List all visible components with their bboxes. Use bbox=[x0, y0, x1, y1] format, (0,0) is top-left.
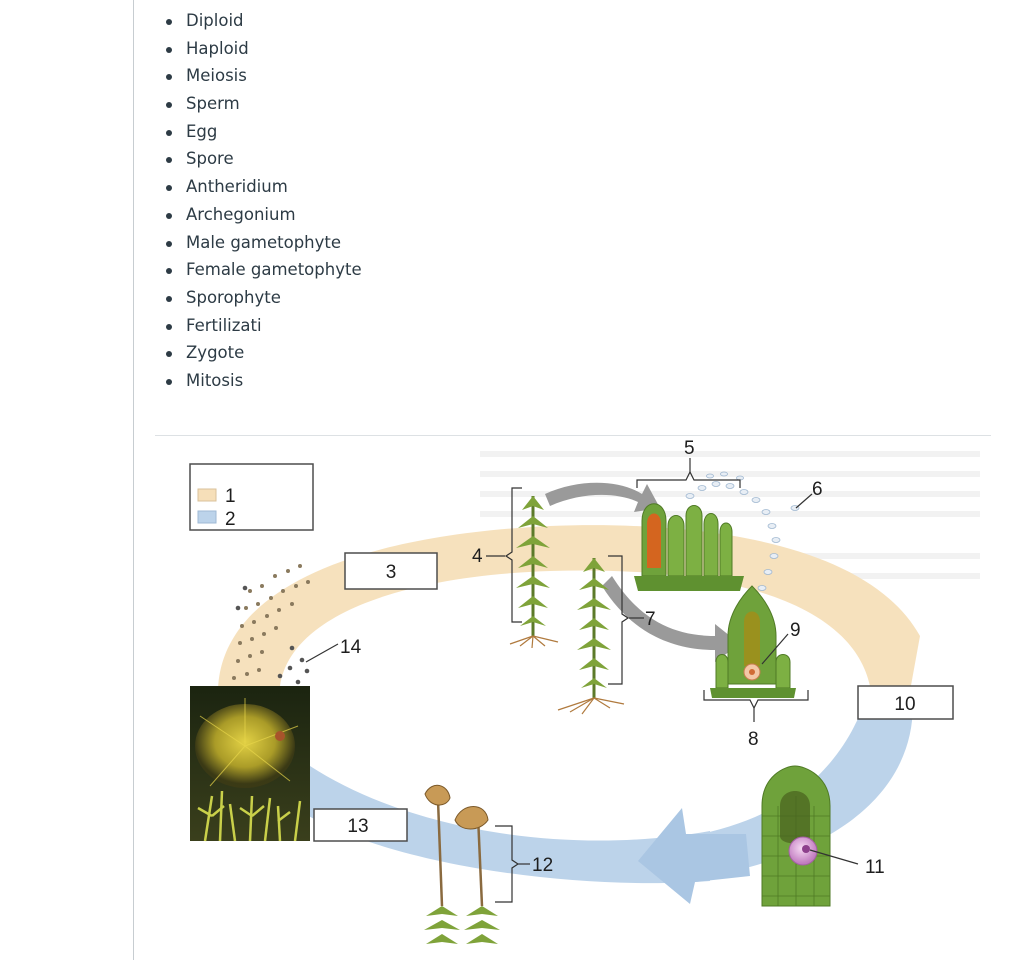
label-9: 9 bbox=[790, 620, 801, 641]
label-5: 5 bbox=[684, 438, 695, 459]
list-item: Egg bbox=[166, 118, 362, 146]
label-11: 11 bbox=[865, 857, 885, 878]
list-item: Sperm bbox=[166, 90, 362, 118]
svg-text:3: 3 bbox=[386, 562, 397, 583]
released-spores bbox=[235, 585, 310, 685]
sperm-trail bbox=[685, 471, 800, 621]
diploid-band-bottom bbox=[300, 766, 710, 884]
label-8: 8 bbox=[748, 729, 759, 750]
term-list: Diploid Haploid Meiosis Sperm Egg Spore … bbox=[166, 7, 362, 395]
female-gametophyte-plant bbox=[557, 558, 625, 715]
legend: 1 2 bbox=[189, 463, 314, 531]
label-7: 7 bbox=[645, 609, 656, 630]
legend-label-2: 2 bbox=[225, 509, 236, 530]
list-item: Spore bbox=[166, 145, 362, 173]
list-item: Archegonium bbox=[166, 201, 362, 229]
list-item: Zygote bbox=[166, 339, 362, 367]
haploid-band bbox=[218, 525, 920, 691]
diploid-band bbox=[645, 686, 913, 881]
list-item: Sporophyte bbox=[166, 284, 362, 312]
arrow-to-antheridium bbox=[545, 482, 660, 512]
label-12: 12 bbox=[532, 855, 553, 876]
label-4: 4 bbox=[472, 546, 483, 567]
list-item: Diploid bbox=[166, 7, 362, 35]
svg-text:10: 10 bbox=[894, 694, 915, 715]
protonema-photo bbox=[190, 686, 310, 842]
list-item: Haploid bbox=[166, 35, 362, 63]
male-gametophyte-plant bbox=[509, 496, 559, 649]
list-item: Antheridium bbox=[166, 173, 362, 201]
archegonium bbox=[710, 585, 796, 698]
label-box-13: 13 bbox=[313, 808, 408, 842]
cycle-arrow-head bbox=[638, 808, 750, 904]
image-top-border bbox=[155, 435, 991, 436]
arrow-to-archegonium bbox=[602, 576, 740, 662]
spore-dots bbox=[232, 564, 310, 680]
list-item: Mitosis bbox=[166, 367, 362, 395]
label-6: 6 bbox=[812, 479, 823, 500]
list-item: Fertilizati bbox=[166, 312, 362, 340]
sporophyte-plant bbox=[424, 784, 500, 944]
content-left-border bbox=[133, 0, 134, 960]
label-box-10: 10 bbox=[857, 685, 954, 720]
list-item: Male gametophyte bbox=[166, 229, 362, 257]
zygote-in-archegonium bbox=[761, 765, 831, 907]
moss-life-cycle-diagram: 1 2 3 14 bbox=[150, 436, 1020, 960]
antheridium bbox=[634, 503, 744, 591]
list-item: Female gametophyte bbox=[166, 256, 362, 284]
label-14: 14 bbox=[340, 637, 362, 658]
label-box-3: 3 bbox=[344, 552, 438, 590]
legend-label-1: 1 bbox=[225, 486, 236, 507]
svg-text:13: 13 bbox=[347, 816, 368, 837]
list-item: Meiosis bbox=[166, 62, 362, 90]
